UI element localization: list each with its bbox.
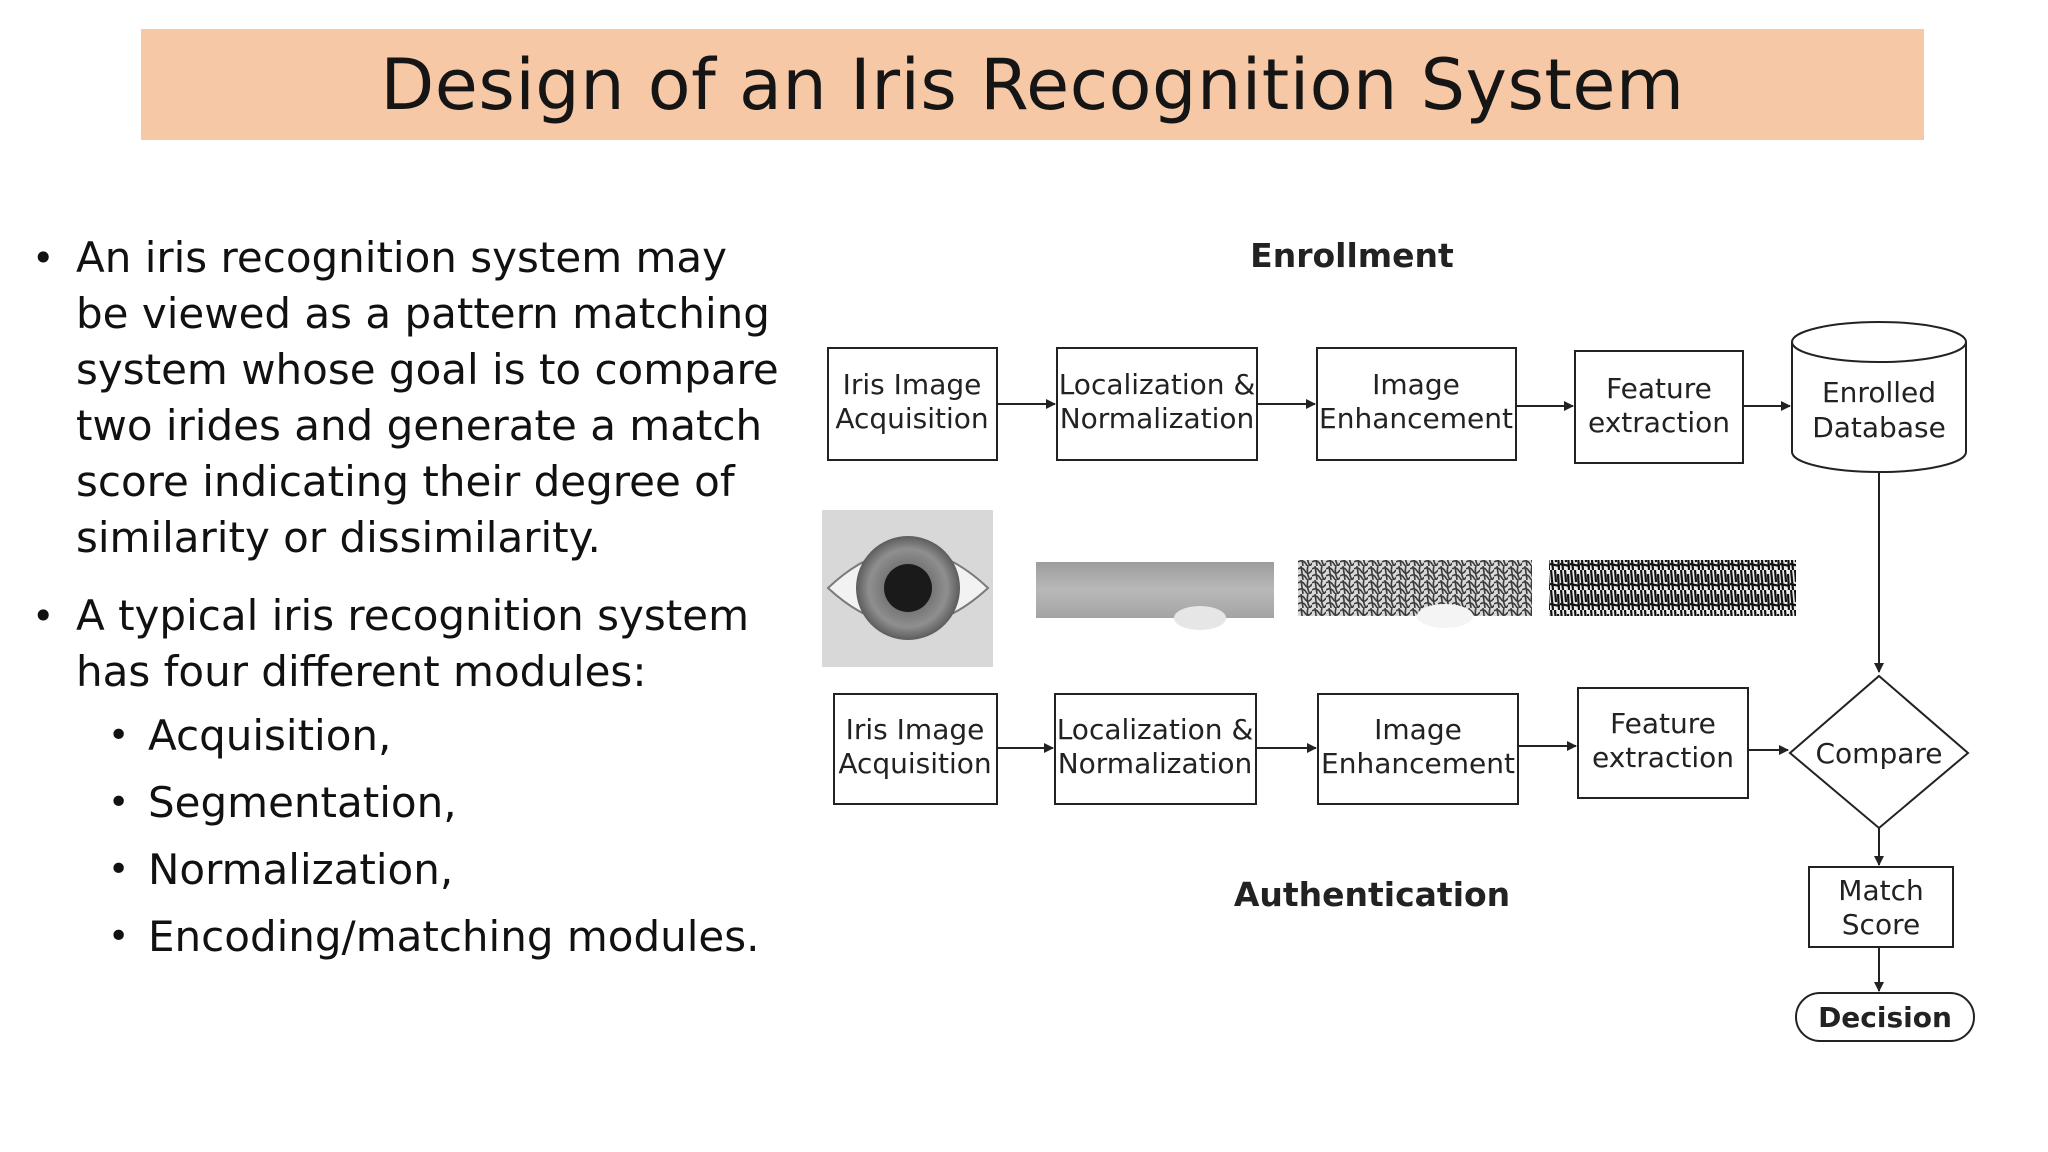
- bullet-text: A typical iris recognition system has fo…: [76, 591, 749, 696]
- enroll-step-feature: Feature extraction: [1574, 350, 1744, 464]
- step-label-line2: extraction: [1592, 741, 1734, 774]
- step-label-line2: extraction: [1588, 406, 1730, 439]
- database-line1: Enrolled: [1822, 376, 1936, 409]
- step-label-line2: Normalization: [1060, 402, 1255, 435]
- enrollment-label: Enrollment: [1250, 236, 1454, 275]
- sub-bullet-item: • Encoding/matching modules.: [26, 907, 786, 974]
- enroll-step-acquisition: Iris Image Acquisition: [827, 347, 998, 461]
- enroll-step-enhancement: Image Enhancement: [1316, 347, 1517, 461]
- bullet-dot: •: [32, 236, 55, 280]
- database-line2: Database: [1812, 411, 1946, 444]
- bullet-dot: •: [108, 715, 130, 756]
- match-score-line1: Match: [1838, 874, 1923, 907]
- step-label-line1: Image: [1374, 713, 1462, 746]
- bullet-dot: •: [32, 594, 55, 638]
- bullet-text: An iris recognition system may be viewed…: [76, 233, 779, 562]
- match-score-line2: Score: [1842, 908, 1920, 941]
- bullet-dot: •: [108, 782, 130, 823]
- bullet-list: • An iris recognition system may be view…: [26, 230, 786, 974]
- sub-bullet-text: Normalization,: [148, 845, 454, 894]
- step-label-line1: Iris Image: [846, 713, 985, 746]
- compare-label: Compare: [1815, 737, 1942, 770]
- enrolled-database-cylinder: Enrolled Database: [1791, 321, 1967, 473]
- sub-bullet-item: • Segmentation,: [26, 773, 786, 840]
- step-label-line2: Enhancement: [1321, 747, 1515, 780]
- sub-bullet-item: • Normalization,: [26, 840, 786, 907]
- feature-code-strip: [1549, 560, 1796, 616]
- step-label-line1: Feature: [1606, 372, 1712, 405]
- diagram-svg: Enrollment Iris Image Acquisition Locali…: [822, 236, 1975, 1042]
- sub-bullet-text: Encoding/matching modules.: [148, 912, 760, 961]
- step-label-line2: Acquisition: [835, 402, 988, 435]
- slide-title: Design of an Iris Recognition System: [380, 43, 1685, 126]
- step-label-line1: Feature: [1610, 707, 1716, 740]
- auth-step-enhancement: Image Enhancement: [1317, 693, 1519, 805]
- match-score-box: Match Score: [1808, 866, 1954, 948]
- step-label-line2: Acquisition: [838, 747, 991, 780]
- title-banner: Design of an Iris Recognition System: [141, 29, 1924, 140]
- sub-bullet-item: • Acquisition,: [26, 706, 786, 773]
- step-label-line1: Image: [1372, 368, 1460, 401]
- bullet-dot: •: [108, 916, 130, 957]
- step-label-line1: Localization &: [1059, 368, 1256, 401]
- auth-step-acquisition: Iris Image Acquisition: [833, 693, 998, 805]
- auth-step-localization: Localization & Normalization: [1054, 693, 1257, 805]
- compare-diamond: Compare: [1788, 674, 1970, 830]
- sub-bullet-text: Acquisition,: [148, 711, 392, 760]
- bullet-item: • An iris recognition system may be view…: [26, 230, 786, 566]
- iris-recognition-diagram: Enrollment Iris Image Acquisition Locali…: [780, 230, 2000, 1060]
- step-label-line2: Enhancement: [1319, 402, 1513, 435]
- decision-label: Decision: [1818, 1001, 1952, 1034]
- bullet-item: • A typical iris recognition system has …: [26, 588, 786, 700]
- step-label-line1: Iris Image: [843, 368, 982, 401]
- enroll-step-localization: Localization & Normalization: [1056, 347, 1258, 461]
- enhanced-iris-strip: [1298, 560, 1532, 628]
- authentication-label: Authentication: [1234, 875, 1510, 914]
- eye-photo: [822, 510, 993, 667]
- normalized-iris-strip: [1036, 562, 1274, 630]
- sub-bullet-text: Segmentation,: [148, 778, 457, 827]
- decision-box: Decision: [1795, 992, 1975, 1042]
- step-label-line2: Normalization: [1058, 747, 1253, 780]
- sub-bullet-list: • Acquisition, • Segmentation, • Normali…: [26, 706, 786, 974]
- auth-step-feature: Feature extraction: [1577, 687, 1749, 799]
- bullet-dot: •: [108, 849, 130, 890]
- step-label-line1: Localization &: [1057, 713, 1254, 746]
